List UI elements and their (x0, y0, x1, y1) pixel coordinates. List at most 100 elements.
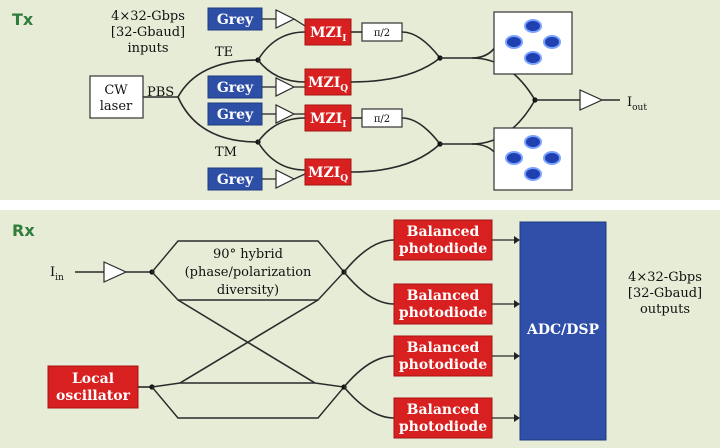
tx-output-label: I (627, 95, 632, 110)
tm-branch-line (177, 96, 259, 143)
tx-output-subscript: out (632, 103, 647, 113)
rx-input-subscript: in (55, 273, 64, 283)
balanced-photodiode-label1-4: Balanced (407, 402, 480, 418)
hybrid-label-line3: diversity) (217, 283, 279, 298)
signal-cross-line (177, 299, 316, 384)
arrow-head-icon (514, 300, 520, 308)
grey-driver-2: Grey (207, 75, 305, 99)
amplifier-icon (275, 9, 296, 29)
te-to-mzi-i-line (257, 31, 306, 61)
grey-driver-4: Grey (207, 167, 306, 191)
rx-section-label: Rx (12, 221, 35, 240)
tx-section-label: Tx (12, 10, 34, 29)
tx-inputs-label-line3: inputs (127, 41, 168, 56)
output-amplifier-icon (579, 89, 604, 111)
mzi-q-tm-label: MZI (308, 165, 340, 181)
rx-outputs-label-line1: 4×32-Gbps (628, 270, 702, 285)
cw-laser-label-line2: laser (100, 99, 133, 114)
tm-i-combine-line (401, 117, 441, 145)
svg-text:MZII: MZII (310, 25, 346, 44)
te-label: TE (215, 45, 233, 60)
constellation-point (505, 35, 523, 49)
rx-outputs-label-line2: [32-Gbaud] (628, 286, 702, 301)
balanced-photodiode-label2-2: photodiode (399, 305, 487, 321)
mzi-i-te: MZII (304, 18, 352, 46)
te-constellation (493, 11, 573, 75)
cw-laser-box (89, 75, 144, 119)
amplifier-icon (275, 104, 296, 124)
tm-to-mzi-i-line (257, 117, 306, 143)
hybrid-label-line2: (phase/polarization (185, 265, 312, 280)
local-oscillator-label-line2: oscillator (56, 388, 131, 404)
tm-constellation-points (505, 135, 561, 181)
input-amplifier-icon (103, 261, 128, 283)
hybrid-label-line1: 90° hybrid (213, 247, 283, 262)
balanced-photodiode-label2-3: photodiode (399, 357, 487, 373)
te-branch-line (177, 59, 259, 98)
mzi-q-tm-box (304, 158, 352, 186)
mzi-i-te-subscript: I (342, 34, 346, 44)
balanced-photodiode-label2-4: photodiode (399, 419, 487, 435)
constellation-point (524, 167, 542, 181)
mzi-q-te: MZIQ (304, 68, 352, 96)
phase-shifter-te-label: π/2 (374, 28, 390, 39)
rx-input-label: I (50, 265, 55, 280)
svg-text:MZIQ: MZIQ (308, 165, 348, 184)
te-q-combine-line (350, 57, 441, 83)
rx-panel-background (0, 210, 720, 448)
arrow-head-icon (514, 352, 520, 360)
grey-driver-3: Grey (207, 102, 305, 126)
balanced-photodiode-3: Balanced photodiode (393, 335, 493, 377)
te-i-combine-line (401, 31, 441, 59)
lo-cross-line (179, 299, 319, 384)
pd1-input-line (343, 239, 395, 273)
grey-driver-label-4: Grey (217, 172, 254, 188)
balanced-photodiode-label2-1: photodiode (399, 241, 487, 257)
constellation-point (524, 135, 542, 149)
pd2-input-line (343, 271, 395, 305)
mzi-q-te-label: MZI (308, 75, 340, 91)
svg-text:Iin: Iin (50, 265, 64, 283)
balanced-photodiode-label1-1: Balanced (407, 224, 480, 240)
tm-constellation (493, 127, 573, 191)
phase-shifter-tm-label: π/2 (374, 114, 390, 125)
adc-dsp-label: ADC/DSP (526, 322, 600, 338)
grey-driver-1: Grey (207, 7, 306, 31)
balanced-photodiode-label1-3: Balanced (407, 340, 480, 356)
amplifier-icon (275, 77, 296, 97)
mzi-q-te-box (304, 68, 352, 96)
grey-driver-label-2: Grey (217, 80, 254, 96)
tm-to-mzi-q-line (257, 141, 306, 171)
tm-label: TM (215, 145, 237, 160)
grey-driver-label-1: Grey (217, 12, 254, 28)
mzi-i-tm-label: MZI (310, 111, 342, 127)
amplifier-icon (275, 169, 296, 189)
svg-text:Iout: Iout (627, 95, 647, 113)
tx-panel: Tx 4×32-Gbps [32-Gbaud] inputs CW laser … (0, 0, 720, 200)
adc-dsp-block (519, 221, 607, 441)
mzi-i-tm-subscript: I (342, 120, 346, 130)
svg-text:MZIQ: MZIQ (308, 75, 348, 94)
balanced-photodiode-box-1 (393, 219, 493, 261)
pd3-input-line (343, 355, 395, 388)
grey-driver-label-3: Grey (217, 107, 254, 123)
balanced-photodiode-1: Balanced photodiode (393, 219, 493, 261)
balanced-photodiode-2: Balanced photodiode (393, 283, 493, 325)
constellation-point (543, 151, 561, 165)
cw-laser-label-line1: CW (104, 83, 128, 98)
photodiode-to-dsp-arrows (492, 236, 520, 422)
te-constellation-points (505, 19, 561, 65)
balanced-photodiode-4: Balanced photodiode (393, 397, 493, 439)
mzi-i-tm: MZII (304, 104, 352, 132)
balanced-photodiode-label1-2: Balanced (407, 288, 480, 304)
mzi-q-tm-subscript: Q (340, 174, 348, 184)
balanced-photodiode-box-4 (393, 397, 493, 439)
constellation-point (524, 19, 542, 33)
te-to-mzi-q-line (257, 59, 306, 83)
tx-inputs-label-line2: [32-Gbaud] (111, 25, 185, 40)
constellation-point (543, 35, 561, 49)
constellation-point (505, 151, 523, 165)
constellation-point (524, 51, 542, 65)
rx-panel: Rx Iin 90° hybrid (phase/polarization di… (0, 210, 720, 448)
